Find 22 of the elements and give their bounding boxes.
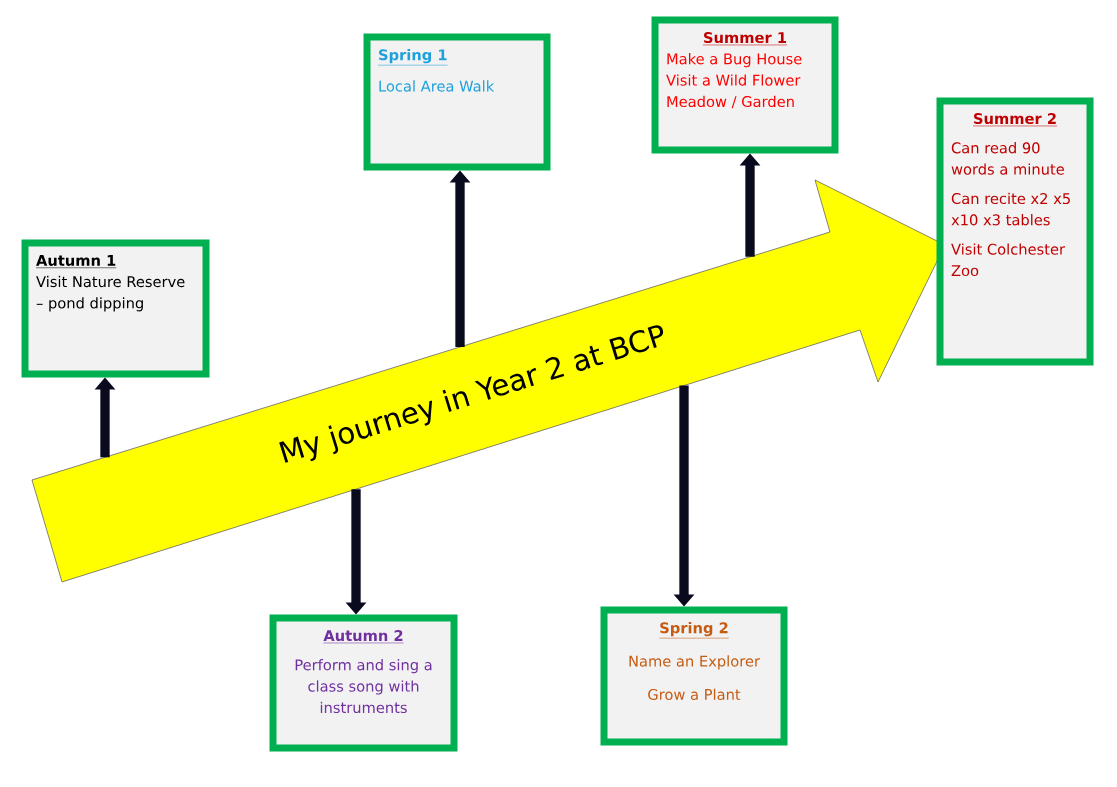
activity-box: [600, 606, 788, 746]
activity-text: Visit Nature Reserve – pond dipping: [36, 275, 185, 312]
activity-text: Perform and sing a class song with instruments: [295, 659, 432, 714]
term-heading: Summer 1: [702, 32, 788, 46]
term-heading: Autumn 2: [323, 630, 404, 644]
activity-text: Can read 90 words a minute: [951, 142, 1064, 175]
activity-text: Make a Bug House: [667, 53, 802, 68]
activity-text: Local Area Walk: [379, 80, 495, 92]
activity-text: Visit a Wild Flower Meadow / Garden: [666, 74, 801, 109]
activity-text: Can recite x2 x5 x10 x3 tables: [951, 192, 1070, 226]
term-heading: Summer 2: [972, 113, 1058, 127]
activity-box: [363, 33, 551, 171]
activity-text: Name an Explorer: [629, 655, 760, 670]
activity-text: Visit Colchester Zoo: [951, 243, 1065, 277]
activity-box: [651, 16, 839, 154]
term-heading: Spring 2: [658, 622, 730, 639]
activity-box: [21, 239, 210, 378]
term-heading: Spring 1: [377, 49, 448, 66]
activity-text: Grow a Plant: [648, 688, 741, 700]
activity-box: [269, 614, 458, 752]
term-heading: Autumn 1: [35, 255, 117, 269]
activity-box: [936, 97, 1094, 366]
